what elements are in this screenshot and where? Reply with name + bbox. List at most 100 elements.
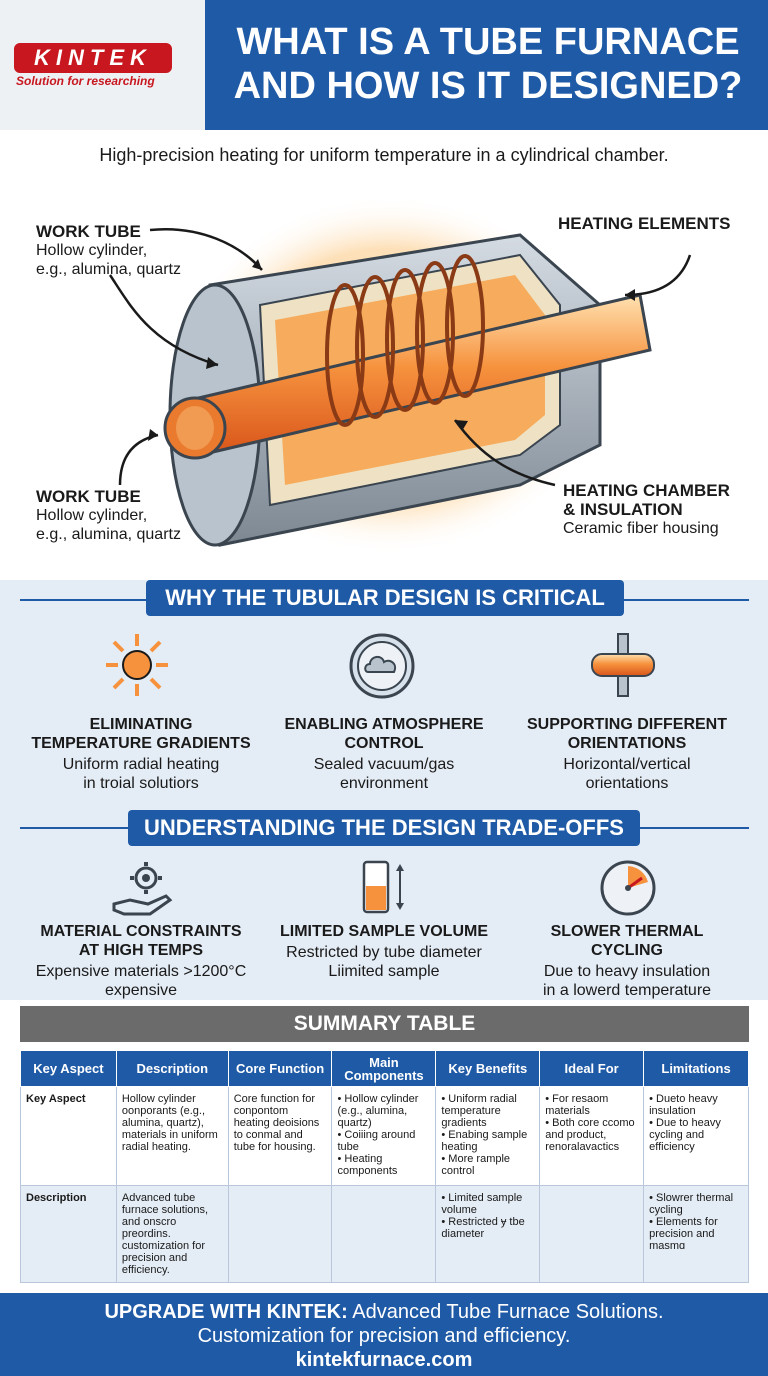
column-header: Ideal For bbox=[539, 1050, 645, 1087]
list-item: • Both core ccomo and product, renoralav… bbox=[545, 1117, 635, 1153]
feature-desc: orientations bbox=[585, 775, 669, 792]
title-line-2: AND HOW IS IT DESIGNED? bbox=[233, 65, 743, 107]
callout-line: e.g., alumina, quartz bbox=[36, 526, 181, 543]
list-item: • Hollow cylinder (e.g., alumina, quartz… bbox=[337, 1093, 419, 1129]
feature-title: CYCLING bbox=[591, 942, 663, 959]
callout-heating-elements: HEATING ELEMENTS bbox=[558, 214, 731, 233]
column-header: Key Aspect bbox=[20, 1050, 117, 1087]
table-cell: • Dueto heavy insulation • Due to heavy … bbox=[643, 1086, 749, 1186]
beaker-icon bbox=[362, 860, 404, 914]
list-item: • Restricted ɏ tbe diameter bbox=[441, 1216, 525, 1240]
footer-url-link[interactable]: kintekfurnace.com bbox=[295, 1349, 473, 1371]
feature-title: MATERIAL CONSTRAINTS bbox=[40, 923, 242, 940]
subtitle: High-precision heating for uniform tempe… bbox=[99, 145, 669, 165]
feature-title: LIMITED SAMPLE VOLUME bbox=[280, 923, 488, 940]
feature-title: SUPPORTING DIFFERENT bbox=[526, 716, 727, 733]
feature-title: SLOWER THERMAL bbox=[550, 923, 704, 940]
column-header: Description bbox=[115, 1050, 229, 1087]
table-cell: Key Aspect bbox=[20, 1086, 117, 1186]
table-cell bbox=[539, 1185, 645, 1283]
list-item: • Enabing sample heating bbox=[441, 1129, 528, 1153]
feature-desc: Horizontal/vertical bbox=[563, 756, 691, 773]
table-header-row: Key Aspect Description Core Function Mai… bbox=[20, 1050, 749, 1087]
callout-line: e.g., alumina, quartz bbox=[36, 261, 181, 278]
list-item: • Coiiing around tube bbox=[337, 1129, 416, 1153]
summary-table: Key Aspect Description Core Function Mai… bbox=[20, 1050, 749, 1283]
header: KINTEK Solution for researching WHAT IS … bbox=[0, 0, 768, 130]
table-cell: Description bbox=[20, 1185, 117, 1283]
table-cell: Advanced tube furnace solutions, and ons… bbox=[115, 1185, 229, 1283]
callout-heating-chamber: HEATING CHAMBER & INSULATION Ceramic fib… bbox=[563, 481, 730, 538]
column-header: Limitations bbox=[643, 1050, 749, 1087]
table-cell: • Hollow cylinder (e.g., alumina, quartz… bbox=[331, 1086, 437, 1186]
logo-tagline: Solution for researching bbox=[16, 74, 155, 88]
column-header: Core Function bbox=[227, 1050, 333, 1087]
callout-work-tube-top: WORK TUBE Hollow cylinder, e.g., alumina… bbox=[36, 222, 181, 279]
table-cell bbox=[331, 1185, 437, 1283]
list-item: • Due to heavy cycling and efficiency bbox=[649, 1117, 721, 1153]
table-cell: • Limited sample volume • Restricted ɏ t… bbox=[435, 1185, 541, 1283]
tube-furnace-illustration bbox=[108, 195, 692, 555]
feature-title: ELIMINATING bbox=[89, 716, 193, 733]
feature-title: TEMPERATURE GRADIENTS bbox=[31, 735, 251, 752]
callout-heading: WORK TUBE bbox=[36, 222, 141, 241]
tradeoff-material-constraints: MATERIAL CONSTRAINTS AT HIGH TEMPS Expen… bbox=[16, 922, 266, 1000]
gas-cloud-icon bbox=[349, 633, 415, 699]
feature-eliminating-gradients: ELIMINATING TEMPERATURE GRADIENTS Unifor… bbox=[16, 715, 266, 793]
list-item: • Limited sample volume bbox=[441, 1192, 523, 1216]
logo-area: KINTEK Solution for researching bbox=[0, 0, 205, 130]
footer-line-1: UPGRADE WITH KINTEK: Advanced Tube Furna… bbox=[0, 1300, 768, 1324]
list-item: • Elements for precision and masmɑ bbox=[649, 1216, 718, 1252]
furnace-diagram: WORK TUBE Hollow cylinder, e.g., alumina… bbox=[0, 185, 768, 580]
feature-title: AT HIGH TEMPS bbox=[78, 942, 204, 959]
feature-desc: in a lowerd temperature bbox=[542, 982, 712, 999]
callout-heading: HEATING CHAMBER bbox=[563, 481, 730, 500]
gauge-icon bbox=[600, 860, 656, 916]
callout-heading: & INSULATION bbox=[563, 500, 683, 519]
table-row: Key Aspect Hollow cylinder oonporants (e… bbox=[20, 1086, 749, 1186]
table-cell bbox=[227, 1185, 333, 1283]
callout-line: Hollow cylinder, bbox=[36, 507, 148, 524]
cta-rest: Advanced Tube Furnace Solutions. bbox=[347, 1301, 664, 1323]
list-item: • Slowrer thermal cycling bbox=[649, 1192, 734, 1216]
feature-title: CONTROL bbox=[344, 735, 424, 752]
callout-work-tube-bottom: WORK TUBE Hollow cylinder, e.g., alumina… bbox=[36, 487, 181, 544]
title-line-1: WHAT IS A TUBE FURNACE bbox=[236, 21, 740, 63]
callout-heading: WORK TUBE bbox=[36, 487, 141, 506]
feature-desc: Liimited sample bbox=[328, 963, 440, 980]
feature-desc: in troial solutiors bbox=[83, 775, 199, 792]
list-item: • Dueto heavy insulation bbox=[649, 1093, 718, 1117]
feature-title: ORIENTATIONS bbox=[567, 735, 687, 752]
callout-line: Ceramic fiber housing bbox=[563, 520, 719, 537]
callout-line: Hollow cylinder, bbox=[36, 242, 148, 259]
feature-orientations: SUPPORTING DIFFERENT ORIENTATIONS Horizo… bbox=[502, 715, 752, 793]
tradeoff-thermal-cycling: SLOWER THERMAL CYCLING Due to heavy insu… bbox=[502, 922, 752, 1000]
table-cell: • Uniform radial temperature gradients •… bbox=[435, 1086, 541, 1186]
sun-radial-icon bbox=[106, 634, 168, 696]
feature-title: ENABLING ATMOSPHERE bbox=[284, 716, 484, 733]
feature-desc: Due to heavy insulation bbox=[543, 963, 711, 980]
table-cell: Core function for conpontom heating deoi… bbox=[227, 1086, 333, 1186]
footer-line-2: Customization for precision and efficien… bbox=[197, 1325, 571, 1347]
tradeoff-limited-sample: LIMITED SAMPLE VOLUME Restricted by tube… bbox=[259, 922, 509, 981]
section-title-tradeoffs: UNDERSTANDING THE DESIGN TRADE-OFFS bbox=[128, 810, 640, 846]
list-item: • Heating components bbox=[337, 1153, 398, 1177]
page-title: WHAT IS A TUBE FURNACE AND HOW IS IT DES… bbox=[213, 20, 763, 108]
table-cell: Hollow cylinder oonporants (e.g., alumin… bbox=[115, 1086, 229, 1186]
list-item: • More rample control bbox=[441, 1153, 511, 1177]
tube-orientation-icon bbox=[591, 633, 655, 697]
table-cell: • Slowrer thermal cycling • Elements for… bbox=[643, 1185, 749, 1283]
column-header: Main Components bbox=[331, 1050, 437, 1087]
table-row: Description Advanced tube furnace soluti… bbox=[20, 1185, 749, 1283]
summary-table-title: SUMMARY TABLE bbox=[20, 1006, 749, 1042]
gear-hand-icon bbox=[112, 862, 173, 916]
feature-desc: Restricted by tube diameter bbox=[286, 944, 482, 961]
title-banner: WHAT IS A TUBE FURNACE AND HOW IS IT DES… bbox=[205, 0, 768, 130]
table-cell: • For resaom materials • Both core ccomo… bbox=[539, 1086, 645, 1186]
kintek-logo[interactable]: KINTEK bbox=[14, 43, 172, 73]
callout-heading: HEATING ELEMENTS bbox=[558, 214, 731, 233]
list-item: • For resaom materials bbox=[545, 1093, 609, 1117]
list-item: • Uniform radial temperature gradients bbox=[441, 1093, 517, 1129]
feature-desc: environment bbox=[339, 775, 429, 792]
cta-bold: UPGRADE WITH KINTEK: bbox=[104, 1301, 348, 1323]
